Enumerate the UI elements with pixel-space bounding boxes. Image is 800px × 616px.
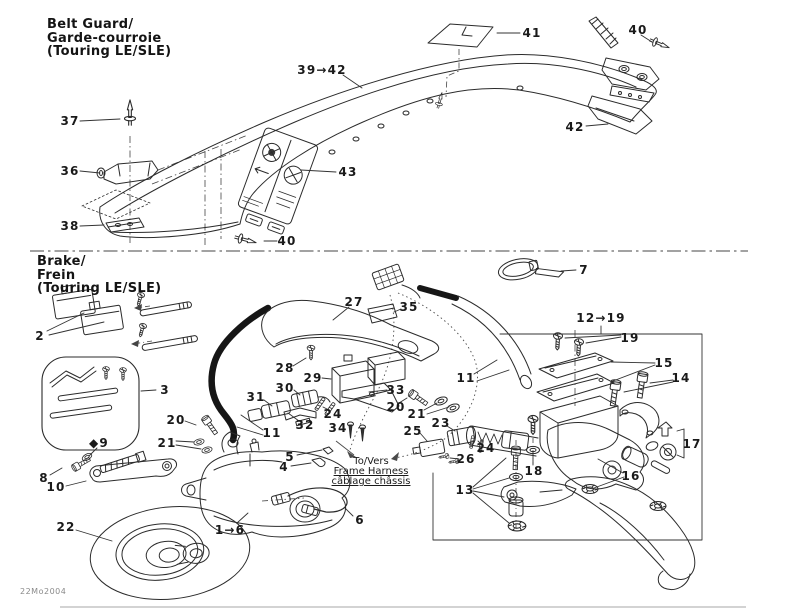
part-label: 24 <box>323 407 343 421</box>
part-label: 25 <box>403 424 423 438</box>
part-label: 22 <box>56 520 76 534</box>
harness-note-line: Frame Harness <box>333 466 409 477</box>
part-label: 41 <box>522 26 542 40</box>
part-label: 13 <box>455 483 475 497</box>
part-label: 18 <box>524 464 544 478</box>
part-label: 39→42 <box>297 63 347 77</box>
part-label: 20 <box>166 413 186 427</box>
title-line: Frein <box>37 267 76 283</box>
part-label: 37 <box>60 114 80 128</box>
caliper-hose <box>270 487 348 516</box>
part-label: 21 <box>407 407 427 421</box>
part-label: 34 <box>328 421 348 435</box>
part-label: 8 <box>39 471 49 485</box>
support-blocks <box>314 351 406 442</box>
part-label: 11 <box>456 371 476 385</box>
brake-caliper <box>181 431 351 538</box>
brake-hose <box>208 285 533 448</box>
part-label: 10 <box>46 480 66 494</box>
part-label: 28 <box>275 361 295 375</box>
title-line: (Touring LE/SLE) <box>47 44 172 59</box>
banjo-fittings <box>192 388 461 468</box>
brake-lever <box>564 476 696 590</box>
part-label: 33 <box>386 383 406 397</box>
part-label: 42 <box>565 120 585 134</box>
harness-note: To/Vers Frame Harness câblage châssis <box>316 457 426 487</box>
part-label: 20 <box>386 400 406 414</box>
part-label: 30 <box>275 381 295 395</box>
part-label: 32 <box>295 418 315 432</box>
part-label: 26 <box>456 452 476 466</box>
title-line: (Touring LE/SLE) <box>37 281 162 296</box>
part-label: 16 <box>621 469 641 483</box>
part-label: 14 <box>671 371 691 385</box>
part-label: 40 <box>277 234 297 248</box>
part-label: 38 <box>60 219 80 233</box>
title-line: Garde-courroie <box>47 30 162 46</box>
part-label: 23 <box>431 416 451 430</box>
part-label: 7 <box>579 263 589 277</box>
watermark: 22Mo2004 <box>20 587 67 596</box>
assembly-box-12-19 <box>432 333 703 541</box>
part-label: 43 <box>338 165 358 179</box>
title-line: Brake/ <box>37 254 86 269</box>
lever-protector <box>261 299 440 362</box>
harness-note-line: To/Vers <box>353 456 389 467</box>
belt-guard-hardware-right <box>233 16 672 248</box>
part-label: 11 <box>262 426 282 440</box>
part-label: 31 <box>246 390 266 404</box>
part-label: 29 <box>303 371 323 385</box>
part-label: 19 <box>620 331 640 345</box>
harness-wires <box>335 292 478 461</box>
brake-disc <box>89 505 251 601</box>
part-label: 2 <box>35 329 45 343</box>
part-label: 6 <box>355 513 365 527</box>
brake-section-title: Brake/ Frein (Touring LE/SLE) <box>37 255 161 296</box>
part-label: 40 <box>628 23 648 37</box>
warning-decal <box>237 127 319 235</box>
part-label: 24 <box>476 441 496 455</box>
belt-guard-panel <box>99 54 657 238</box>
part-label: 3 <box>160 383 170 397</box>
belt-guard-section-title: Belt Guard/ Garde-courroie (Touring LE/S… <box>47 18 171 59</box>
torque-arm <box>70 450 177 483</box>
leader-lines <box>46 32 674 542</box>
part-label: 17 <box>682 437 702 451</box>
part-label: 21 <box>157 436 177 450</box>
cable-tie <box>371 258 565 299</box>
part-label: ◆9 <box>89 436 109 450</box>
part-label: 15 <box>654 356 674 370</box>
hardware-kit-box <box>41 356 140 451</box>
brake-pads <box>52 284 198 351</box>
part-label: 5 <box>285 450 295 464</box>
part-label: 4 <box>279 460 289 474</box>
part-label: 12→19 <box>576 311 626 325</box>
switch-connectors <box>247 389 484 466</box>
belt-guard-hardware-left <box>81 99 159 233</box>
part-label: 1→6 <box>214 523 246 537</box>
title-line: Belt Guard/ <box>47 17 134 32</box>
part-label: 36 <box>60 164 80 178</box>
harness-note-line: câblage châssis <box>331 476 411 487</box>
part-label: 35 <box>399 300 419 314</box>
part-label: 27 <box>344 295 364 309</box>
